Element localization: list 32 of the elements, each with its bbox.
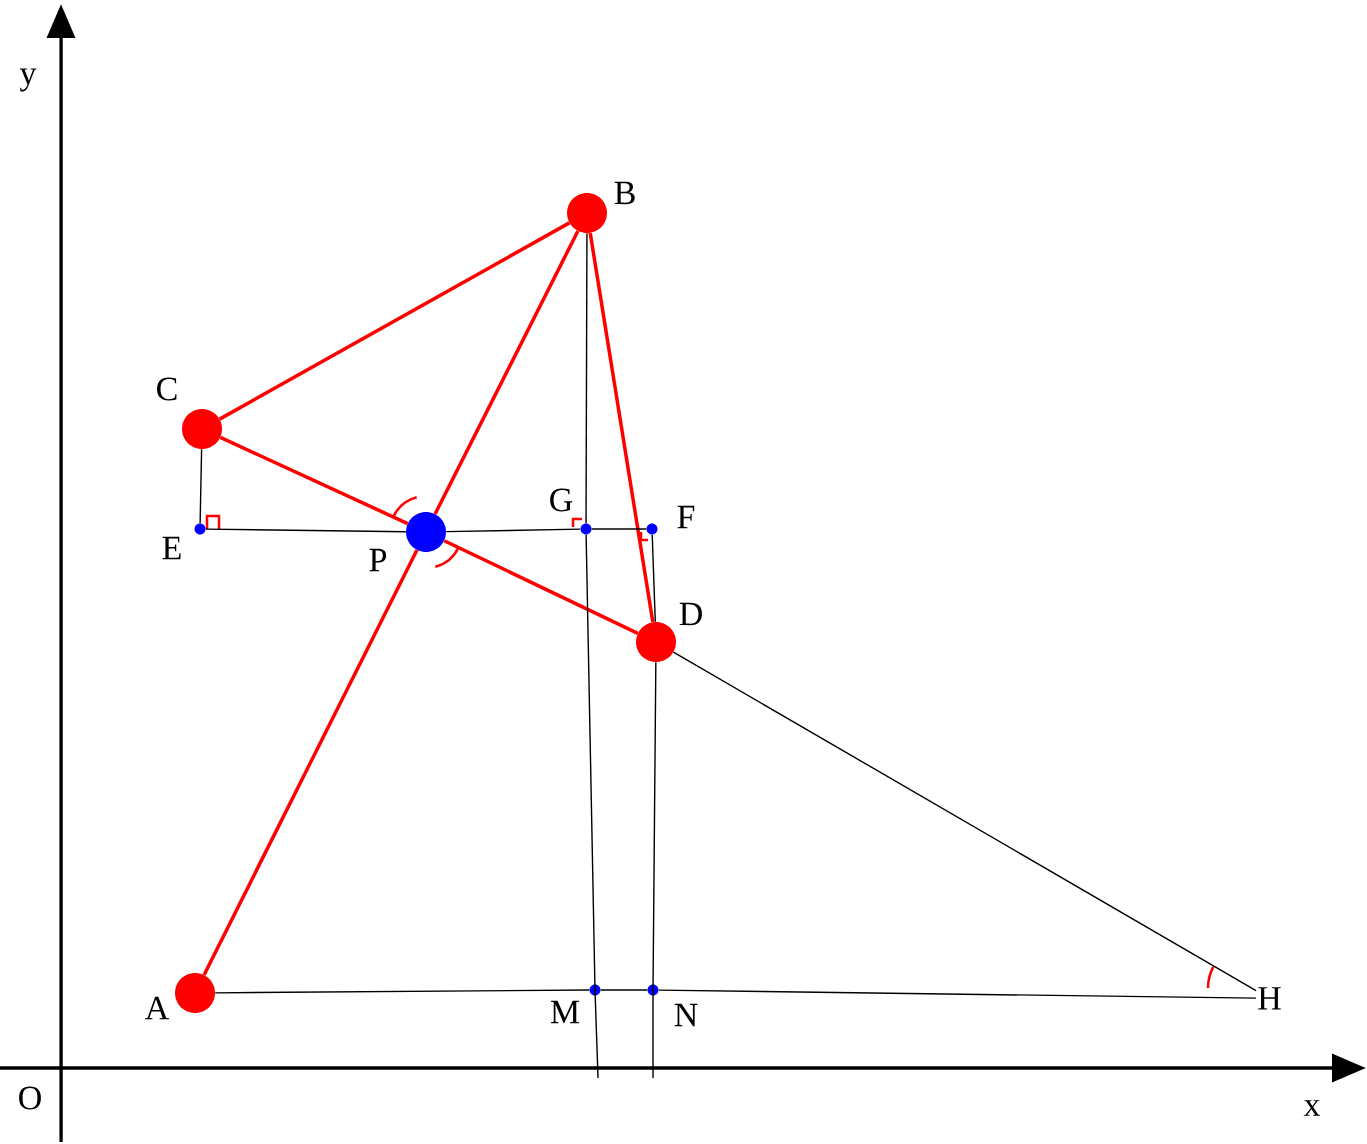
point-label: D — [679, 602, 702, 626]
line-segment — [202, 549, 419, 976]
line-segment — [652, 661, 657, 1079]
axis-label: y — [19, 68, 37, 92]
point-label: F — [677, 505, 695, 529]
line-segment — [433, 230, 580, 515]
point-label: B — [614, 181, 635, 205]
line-segment — [199, 448, 203, 524]
line-segment — [443, 539, 639, 635]
line-segment — [445, 528, 581, 533]
point-label: N — [674, 1003, 698, 1027]
line-segment — [214, 989, 590, 994]
point-label: C — [157, 377, 177, 401]
point-label: E — [162, 536, 181, 560]
line-segment — [672, 651, 1257, 992]
point-label: H — [1258, 987, 1281, 1010]
point-label: G — [550, 488, 573, 512]
line-segment — [658, 989, 1257, 999]
line-segment — [600, 989, 648, 991]
line-segment — [205, 528, 407, 533]
point-label: M — [550, 1000, 580, 1024]
axis-label: x — [1303, 1100, 1321, 1116]
line-segment — [651, 534, 656, 623]
line-segment — [218, 221, 571, 421]
line-segment — [588, 232, 655, 623]
origin-label: O — [19, 1086, 41, 1110]
line-segment — [585, 232, 588, 524]
line-segment — [219, 435, 409, 526]
line-segment — [591, 528, 647, 530]
line-segment — [585, 534, 599, 1079]
point-label: A — [145, 996, 170, 1020]
point-label: P — [369, 548, 387, 572]
